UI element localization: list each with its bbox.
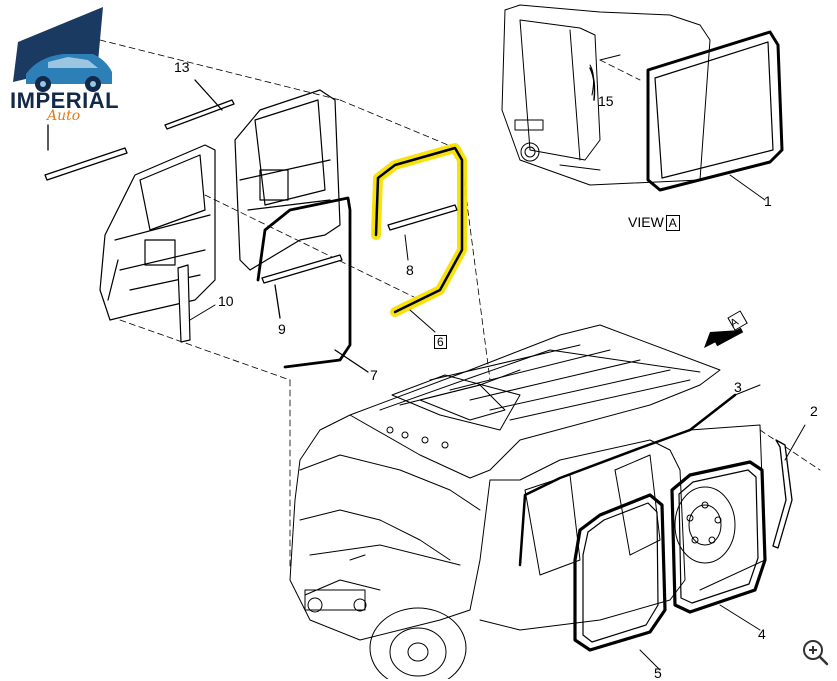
seal-part-9 [261,254,369,373]
logo-emblem [13,7,112,92]
seal-part-6-highlight [371,143,467,317]
view-a-vehicle-rear [501,4,711,186]
callout-5: 5 [654,665,662,681]
view-a-arrow [704,327,744,348]
liftgate-seal-1 [646,30,784,192]
brand-script: Auto [47,108,81,124]
leader-lines [99,39,821,571]
brand-name: IMPERIAL [10,88,120,113]
belt-strip-13 [44,79,235,181]
callout-4: 4 [758,626,766,642]
seal-part-2 [772,439,793,549]
seal-part-4 [670,460,767,614]
callout-8: 8 [406,262,414,278]
callout-6: 6 [434,335,447,349]
seal-part-5 [573,493,667,652]
seal-part-10 [177,264,191,343]
view-label-text: VIEW [628,214,664,230]
callout-1: 1 [764,193,772,209]
seal-part-7 [256,196,352,369]
rear-door [234,89,341,271]
callout-10: 10 [218,293,234,309]
zoom-in-icon [803,640,829,666]
callout-7: 7 [370,367,378,383]
seal-part-6 [374,146,464,314]
vehicle-body [289,324,766,679]
view-label-box: A [665,215,680,231]
callout-9: 9 [278,321,286,337]
callout-2: 2 [810,403,818,419]
zoom-in-button[interactable] [800,637,830,667]
callout-15: 15 [598,93,614,109]
seal-part-8 [387,204,458,231]
callout-3: 3 [734,379,742,395]
callout-13: 13 [174,59,190,75]
seal-part-3 [518,393,737,567]
front-door [99,144,216,321]
